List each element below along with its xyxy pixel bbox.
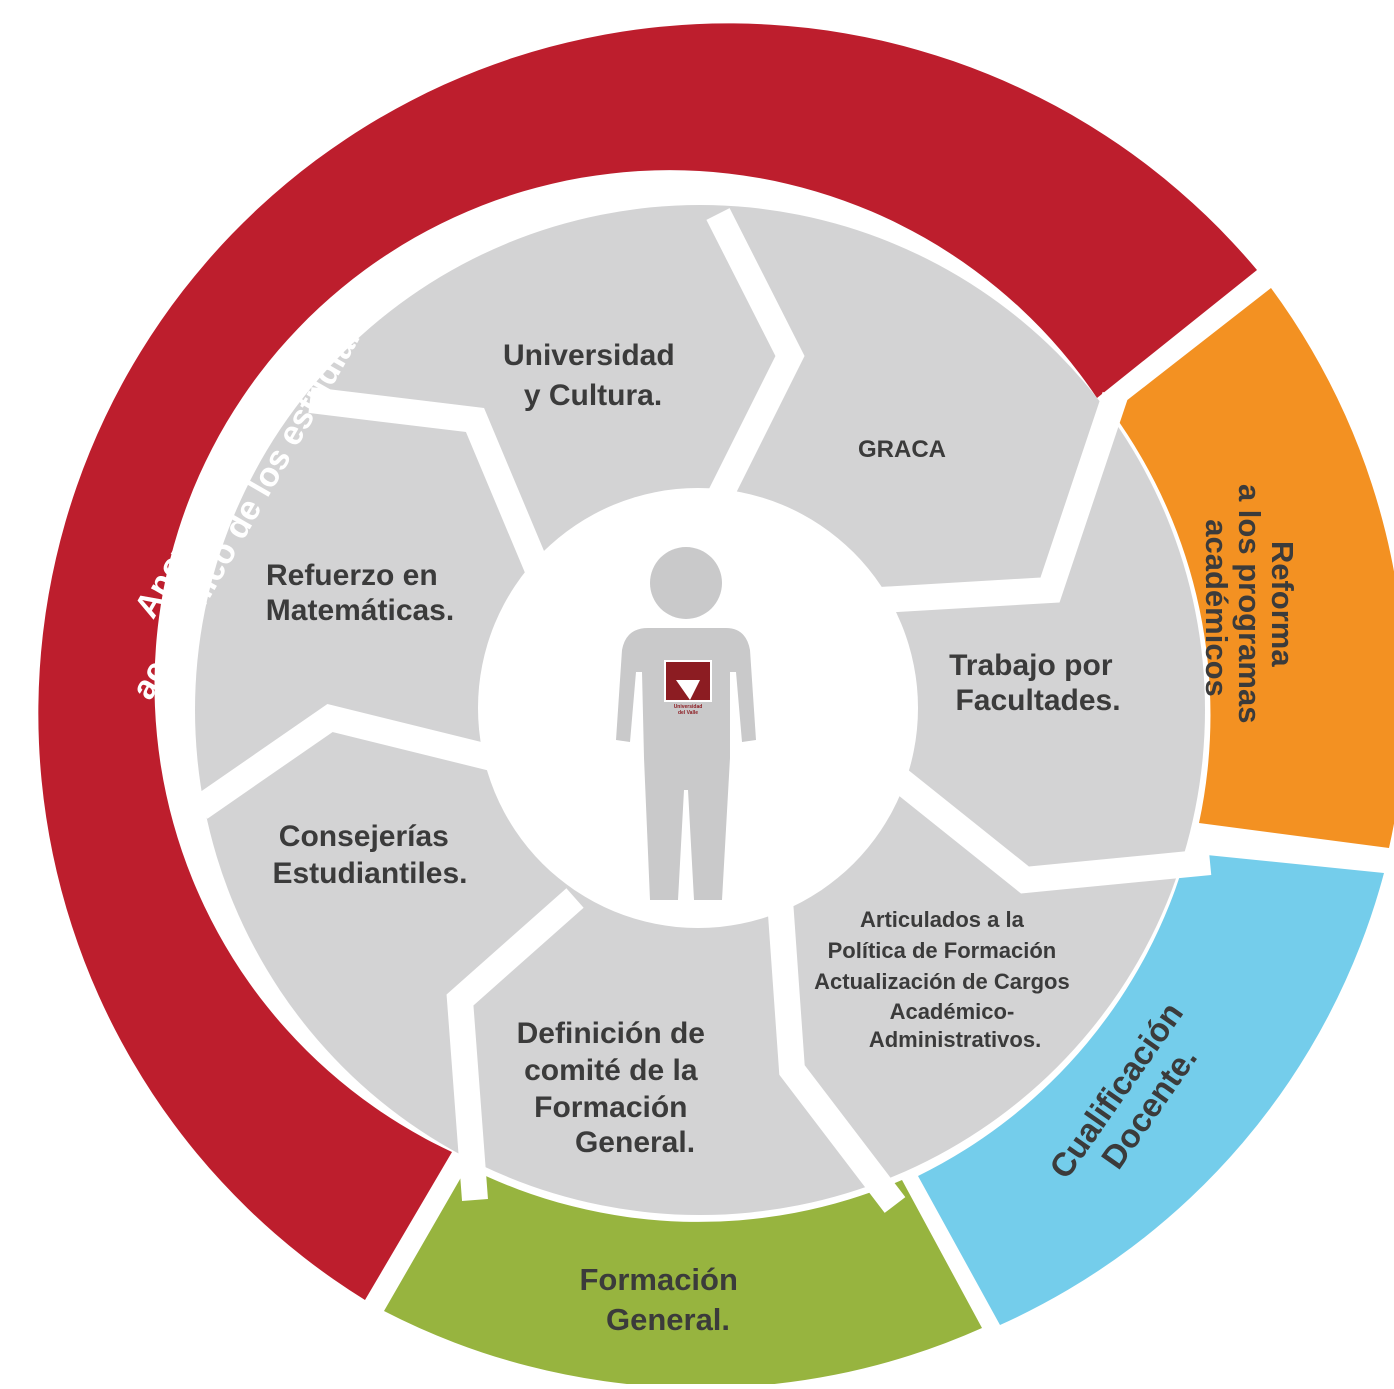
- separator-articulados-definicion: [767, 899, 906, 1213]
- ring-segment-cualificacion: [918, 853, 1384, 1325]
- person-icon: Universidad del Valle: [616, 547, 756, 900]
- refuerzo-line-1: Refuerzo en: [266, 559, 438, 592]
- separator-universidad-graca: [706, 208, 805, 506]
- ring-segment-reforma: [1112, 288, 1394, 848]
- articulados-line-2: Política de Formación: [828, 938, 1057, 963]
- ring-label-reforma: Reforma a los programas académicos: [1199, 484, 1300, 732]
- segment-label-articulados: Articulados a la Política de Formación A…: [814, 907, 1076, 1052]
- universidad-line-2: y Cultura.: [524, 379, 662, 412]
- articulados-line-3: Actualización de Cargos: [814, 969, 1070, 994]
- person-head: [650, 547, 722, 619]
- refuerzo-line-2: Matemáticas.: [266, 594, 454, 627]
- consejerias-line-2: Estudiantiles.: [272, 857, 467, 890]
- logo-mark: [666, 662, 710, 700]
- trabajo-line-1: Trabajo por: [949, 649, 1113, 682]
- ring-label-formacion: Formación General.: [579, 1262, 746, 1337]
- separator-definicion-consejerias: [446, 888, 584, 1201]
- reforma-line-2: a los programas: [1232, 484, 1267, 723]
- definicion-line-2: comité de la: [524, 1054, 698, 1087]
- graca-line-1: GRACA: [858, 436, 946, 463]
- segment-label-trabajo: Trabajo por Facultades.: [949, 649, 1121, 717]
- definicion-line-3: Formación: [534, 1091, 687, 1124]
- reforma-line-1: Reforma: [1265, 541, 1300, 668]
- formacion-line-1: Formación: [579, 1262, 737, 1297]
- person-body: [616, 628, 756, 900]
- consejerias-line-1: Consejerías: [279, 820, 449, 853]
- segment-separators: [192, 208, 1212, 1213]
- universidad-line-1: Universidad: [503, 339, 675, 372]
- logo-text-line-1: Universidad: [674, 704, 703, 710]
- articulados-line-4: Académico-: [890, 999, 1015, 1024]
- segment-label-refuerzo: Refuerzo en Matemáticas.: [266, 559, 454, 627]
- definicion-line-4: General.: [575, 1126, 695, 1159]
- formacion-line-2: General.: [606, 1302, 730, 1337]
- separator-consejerias-refuerzo: [192, 703, 504, 819]
- definicion-line-1: Definición de: [517, 1017, 705, 1050]
- university-logo-icon: Universidad del Valle: [664, 660, 712, 716]
- segment-label-graca: GRACA: [858, 436, 946, 463]
- separator-graca-trabajo: [879, 391, 1128, 613]
- separator-refuerzo-universidad: [308, 387, 552, 581]
- segment-label-consejerias: Consejerías Estudiantiles.: [272, 820, 467, 890]
- articulados-line-1: Articulados a la: [860, 907, 1025, 932]
- articulados-line-5: Administrativos.: [869, 1027, 1041, 1052]
- segment-label-definicion: Definición de comité de la Formación Gen…: [517, 1017, 714, 1159]
- reforma-line-3: académicos: [1199, 519, 1234, 697]
- logo-text-line-2: del Valle: [678, 710, 698, 716]
- trabajo-line-2: Facultades.: [955, 684, 1120, 717]
- ring-segment-formacion: [384, 1167, 982, 1388]
- separator-trabajo-articulados: [891, 769, 1212, 894]
- segment-label-universidad: Universidad y Cultura.: [503, 339, 683, 412]
